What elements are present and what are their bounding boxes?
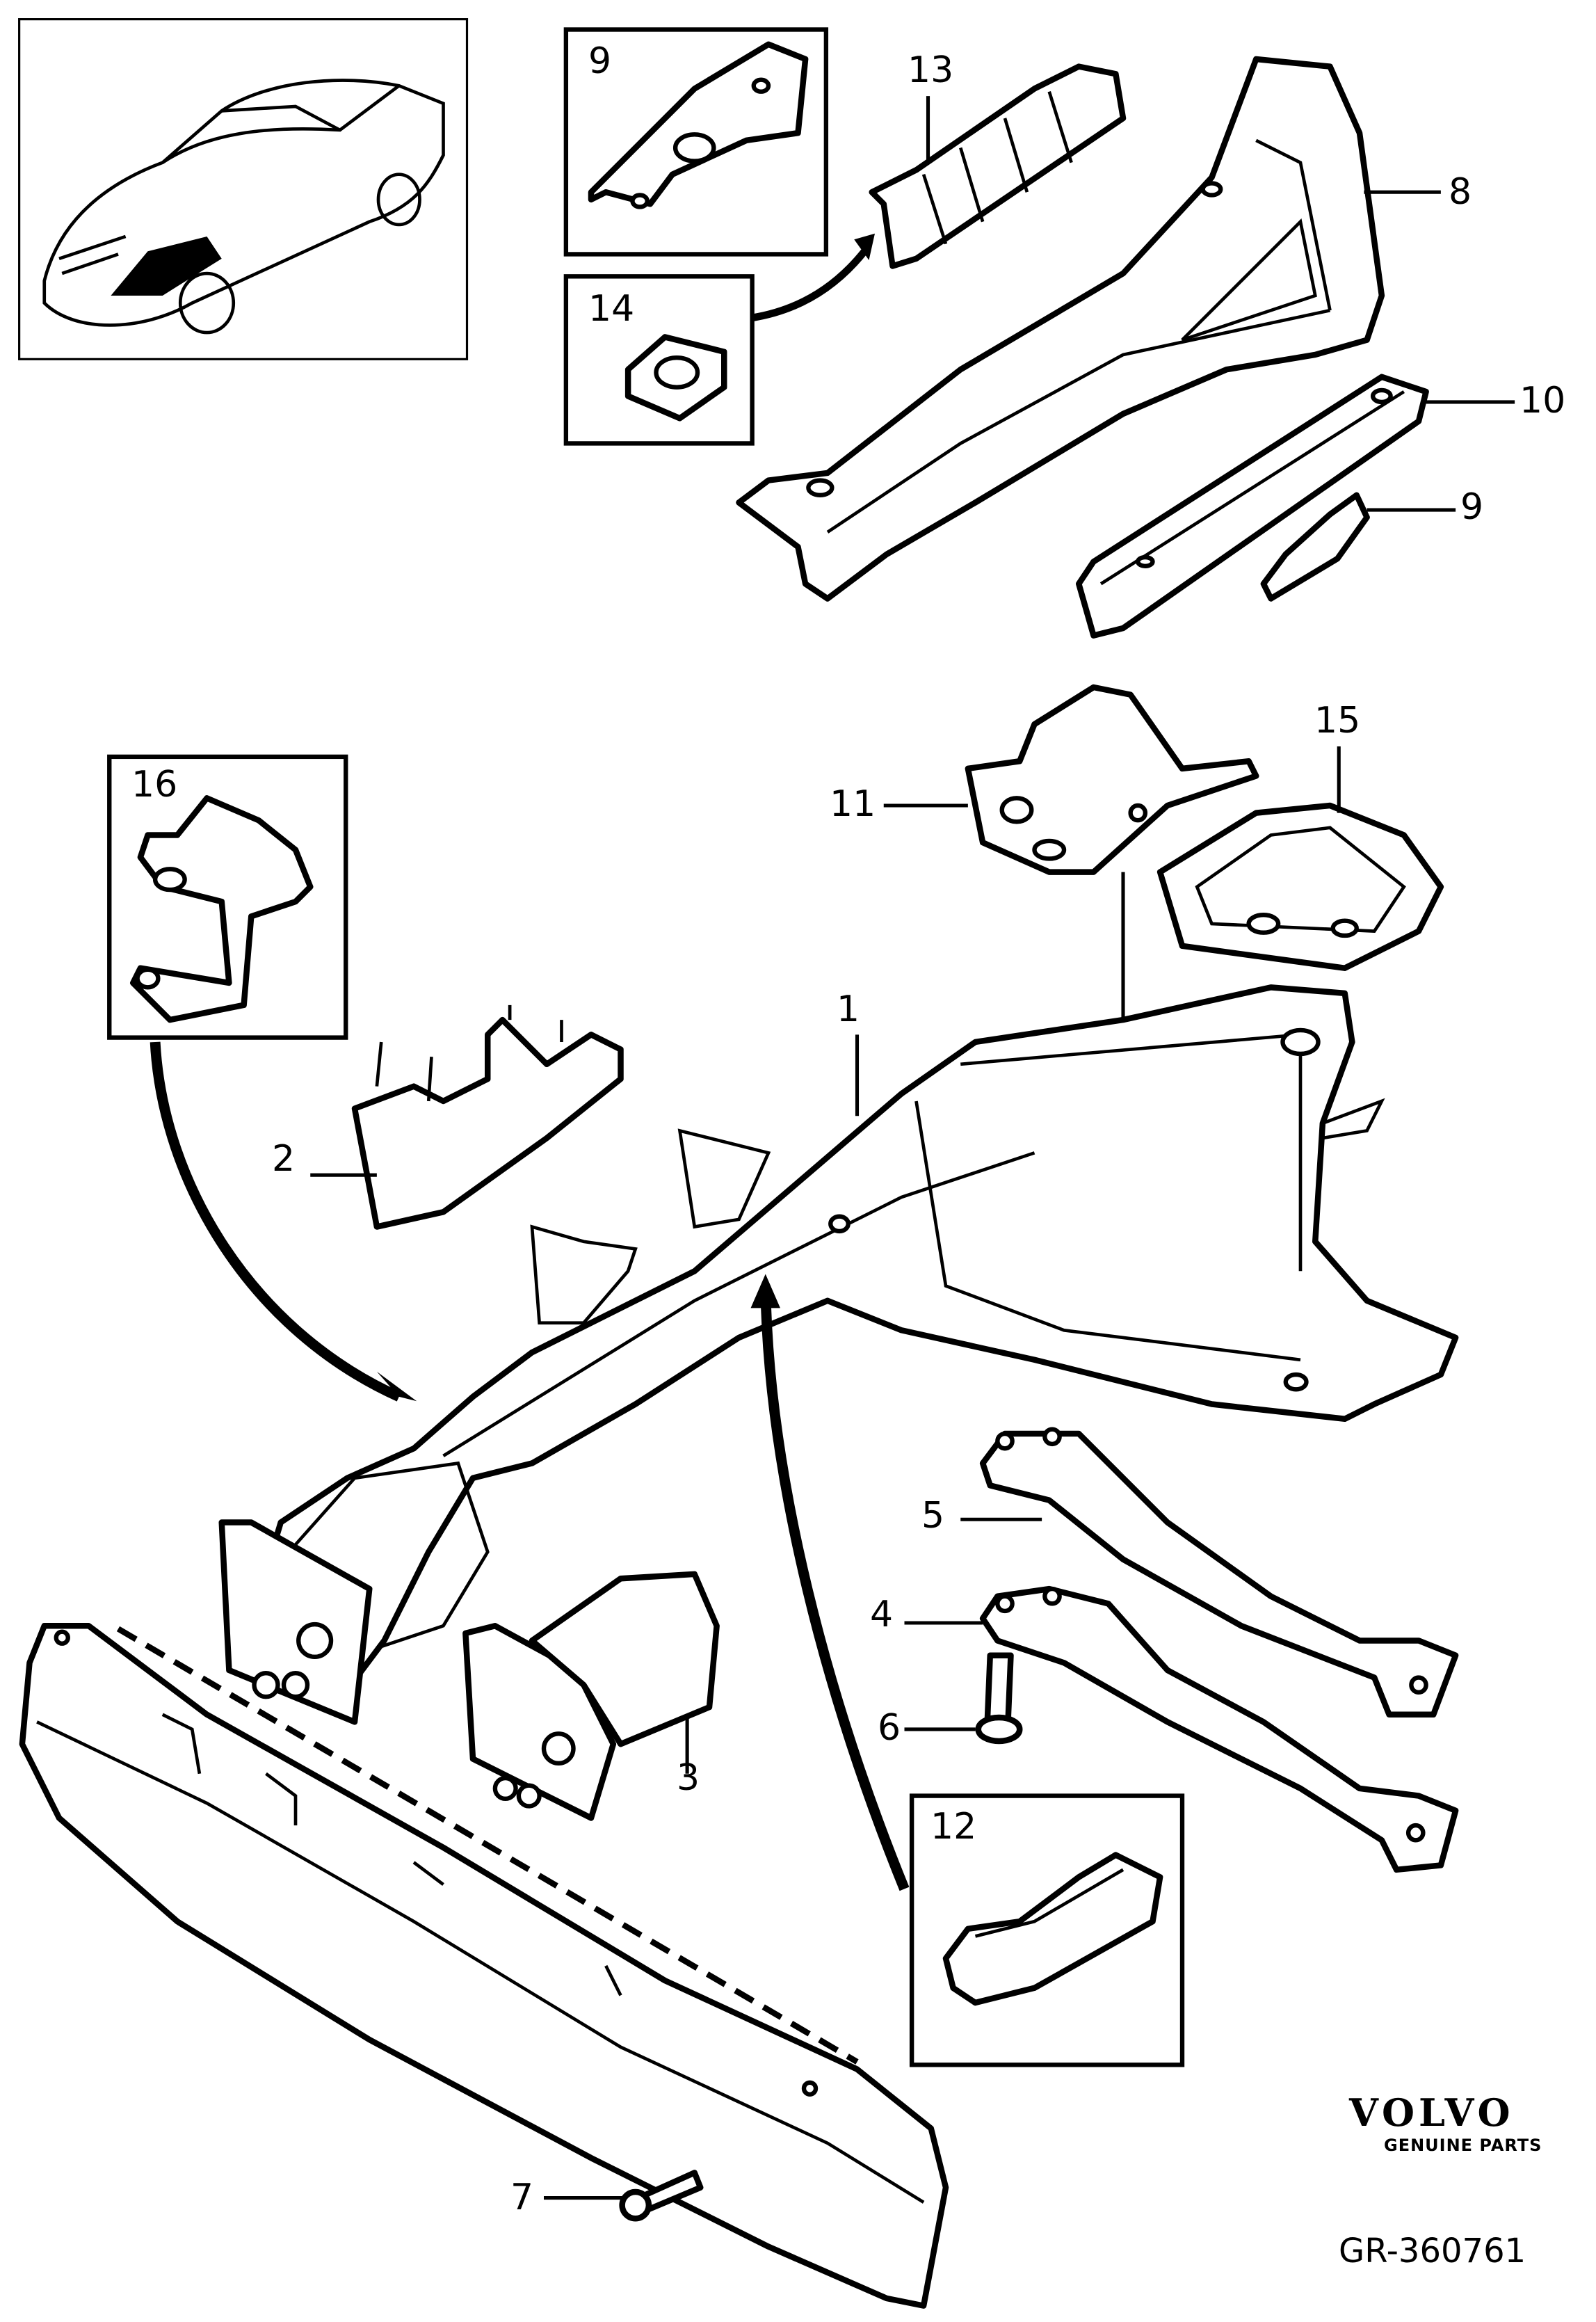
callout-14: 14 — [588, 288, 635, 330]
part-3 — [462, 1571, 720, 1821]
part-8 — [736, 56, 1385, 602]
inset-part-14 — [563, 274, 755, 446]
diagram-reference: GR-360761 — [1339, 2232, 1526, 2271]
inset-part-9 — [563, 27, 829, 257]
vehicle-locator-inset — [18, 18, 469, 360]
callout-1: 1 — [837, 988, 860, 1030]
inset-part-16 — [107, 754, 348, 1040]
callout-6: 6 — [878, 1707, 901, 1749]
inset-part-12 — [909, 1793, 1185, 2067]
part-2 — [351, 1004, 624, 1230]
callout-7: 7 — [510, 2177, 534, 2218]
part-11 — [965, 684, 1259, 875]
callout-9: 9 — [1460, 486, 1484, 528]
callout-2: 2 — [272, 1138, 296, 1180]
part-1-front-rail — [255, 984, 1459, 1703]
callout-8: 8 — [1449, 171, 1472, 213]
callout-16: 16 — [131, 764, 178, 806]
part-15 — [1156, 802, 1444, 971]
brand-tagline: GENUINE PARTS — [1384, 2136, 1542, 2155]
brand-logo: VOLVO — [1349, 2090, 1515, 2135]
callout-9-inset: 9 — [588, 40, 612, 82]
part-6-bolt — [975, 1652, 1023, 1745]
callout-10: 10 — [1520, 380, 1566, 422]
part-9-small — [1260, 492, 1370, 602]
part-10 — [1076, 374, 1429, 639]
callout-4: 4 — [870, 1594, 894, 1635]
callout-5: 5 — [921, 1495, 945, 1537]
bumper-beam — [19, 1622, 949, 2309]
part-5 — [979, 1427, 1459, 1718]
leader-lines — [310, 96, 1515, 2200]
callout-12: 12 — [930, 1806, 977, 1848]
part-4 — [979, 1585, 1459, 1873]
callout-13: 13 — [908, 49, 954, 91]
part-13 — [869, 63, 1127, 269]
part-7-bolt — [619, 2170, 704, 2222]
callout-15: 15 — [1314, 700, 1361, 742]
callout-11: 11 — [830, 783, 876, 825]
callout-3: 3 — [677, 1757, 700, 1799]
rail-end-plate — [218, 1461, 490, 1725]
